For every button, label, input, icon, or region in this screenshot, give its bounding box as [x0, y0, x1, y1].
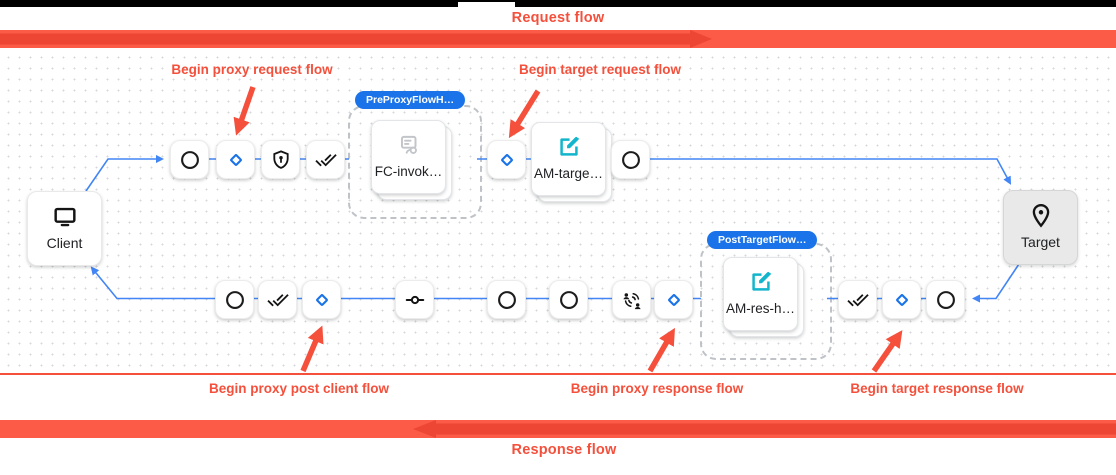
- step-done-all-post-client[interactable]: [258, 280, 297, 319]
- step-connect[interactable]: [612, 280, 651, 319]
- circle-icon: [496, 289, 518, 311]
- step-begin-proxy-post-client-diamond[interactable]: [302, 280, 341, 319]
- step-begin-target-request-diamond[interactable]: [487, 140, 526, 179]
- step-proxy-request-start-circle[interactable]: [170, 140, 209, 179]
- fc-policy-card-label: FC-invok…: [374, 164, 443, 179]
- monitor-icon: [51, 203, 79, 231]
- step-target-response-start-circle[interactable]: [926, 280, 965, 319]
- commit-icon: [404, 289, 426, 311]
- place-pin-icon: [1027, 202, 1055, 230]
- am-target-card[interactable]: AM-targe…: [531, 122, 606, 196]
- step-post-client-end-circle[interactable]: [215, 280, 254, 319]
- pre-proxy-flowhook-pill[interactable]: PreProxyFlowH…: [355, 91, 466, 109]
- connect-without-contact-icon: [621, 289, 643, 311]
- done-all-icon: [267, 289, 289, 311]
- done-all-icon: [315, 149, 337, 171]
- step-begin-proxy-request-diamond[interactable]: [216, 140, 255, 179]
- circle-icon: [224, 289, 246, 311]
- step-begin-target-response-diamond[interactable]: [882, 280, 921, 319]
- edit-square-icon: [748, 269, 774, 295]
- step-target-request-end-circle[interactable]: [611, 140, 650, 179]
- step-done-all-target-response[interactable]: [838, 280, 877, 319]
- target-node-label: Target: [1021, 234, 1060, 250]
- circle-icon: [179, 149, 201, 171]
- response-flow-label: Response flow: [511, 442, 617, 458]
- step-security-shield[interactable]: [261, 140, 300, 179]
- step-begin-proxy-response-diamond[interactable]: [654, 280, 693, 319]
- step-commit[interactable]: [395, 280, 434, 319]
- step-response-circle-b[interactable]: [549, 280, 588, 319]
- circle-icon: [935, 289, 957, 311]
- request-flow-label: Request flow: [511, 10, 605, 26]
- am-target-card-label: AM-targe…: [533, 166, 604, 181]
- circle-icon: [620, 149, 642, 171]
- diamond-icon: [663, 289, 685, 311]
- shield-keyhole-icon: [270, 149, 292, 171]
- circle-icon: [558, 289, 580, 311]
- done-all-icon: [847, 289, 869, 311]
- am-response-card-label: AM-res-h…: [725, 301, 795, 316]
- diamond-icon: [891, 289, 913, 311]
- diamond-icon: [225, 149, 247, 171]
- request-flow-band: [0, 30, 1116, 48]
- diamond-icon: [496, 149, 518, 171]
- diamond-icon: [311, 289, 333, 311]
- client-node-label: Client: [46, 235, 83, 251]
- step-response-circle-a[interactable]: [487, 280, 526, 319]
- annotation-begin-proxy-request: Begin proxy request flow: [171, 62, 333, 77]
- annotation-begin-target-response: Begin target response flow: [850, 381, 1024, 396]
- flow-callout-policy-icon: [396, 132, 422, 158]
- response-flow-band: [0, 420, 1116, 438]
- flow-canvas: [0, 48, 1116, 373]
- am-response-card[interactable]: AM-res-h…: [723, 257, 798, 331]
- target-node[interactable]: Target: [1003, 190, 1078, 265]
- annotation-begin-proxy-response: Begin proxy response flow: [570, 381, 744, 396]
- annotation-begin-proxy-post-client: Begin proxy post client flow: [208, 381, 389, 396]
- post-target-flowhook-pill[interactable]: PostTargetFlow…: [707, 231, 818, 249]
- edit-square-icon: [556, 134, 582, 160]
- step-done-all-request[interactable]: [306, 140, 345, 179]
- fc-policy-card[interactable]: FC-invok…: [371, 120, 446, 194]
- client-node[interactable]: Client: [27, 191, 102, 266]
- annotation-begin-target-request: Begin target request flow: [518, 62, 682, 77]
